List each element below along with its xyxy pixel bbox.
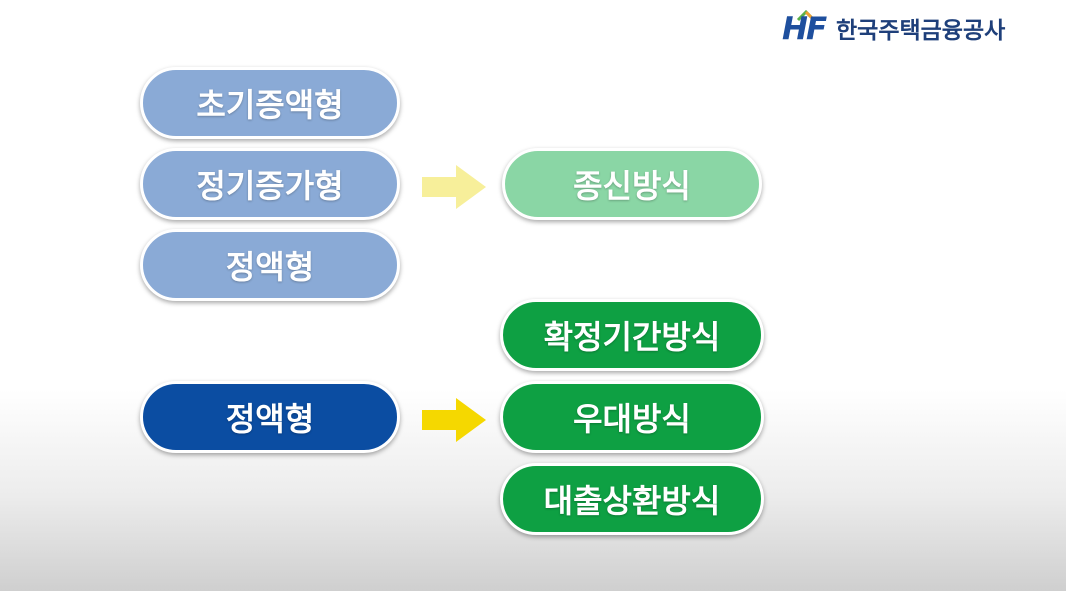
pill-initial-increase-type: 초기증액형: [140, 67, 400, 139]
hf-logo-mark: HF: [782, 8, 832, 48]
pill-periodic-increase-type: 정기증가형: [140, 148, 400, 220]
company-logo: HF 한국주택금융공사: [782, 8, 1005, 48]
pill-fixed-amount-type-light: 정액형: [140, 229, 400, 301]
pill-preferential-method: 우대방식: [500, 381, 764, 453]
pill-lifetime-method: 종신방식: [502, 148, 762, 220]
logo-company-name: 한국주택금융공사: [836, 18, 1006, 44]
pill-loan-repayment-method: 대출상환방식: [500, 463, 764, 535]
pill-fixed-amount-type-dark: 정액형: [140, 381, 400, 453]
house-roof-icon: [796, 9, 816, 22]
right-arrow-icon: [422, 165, 486, 209]
pill-fixed-period-method: 확정기간방식: [500, 299, 764, 371]
right-arrow-icon: [422, 398, 486, 442]
logo-hf-text: HF: [782, 11, 827, 47]
